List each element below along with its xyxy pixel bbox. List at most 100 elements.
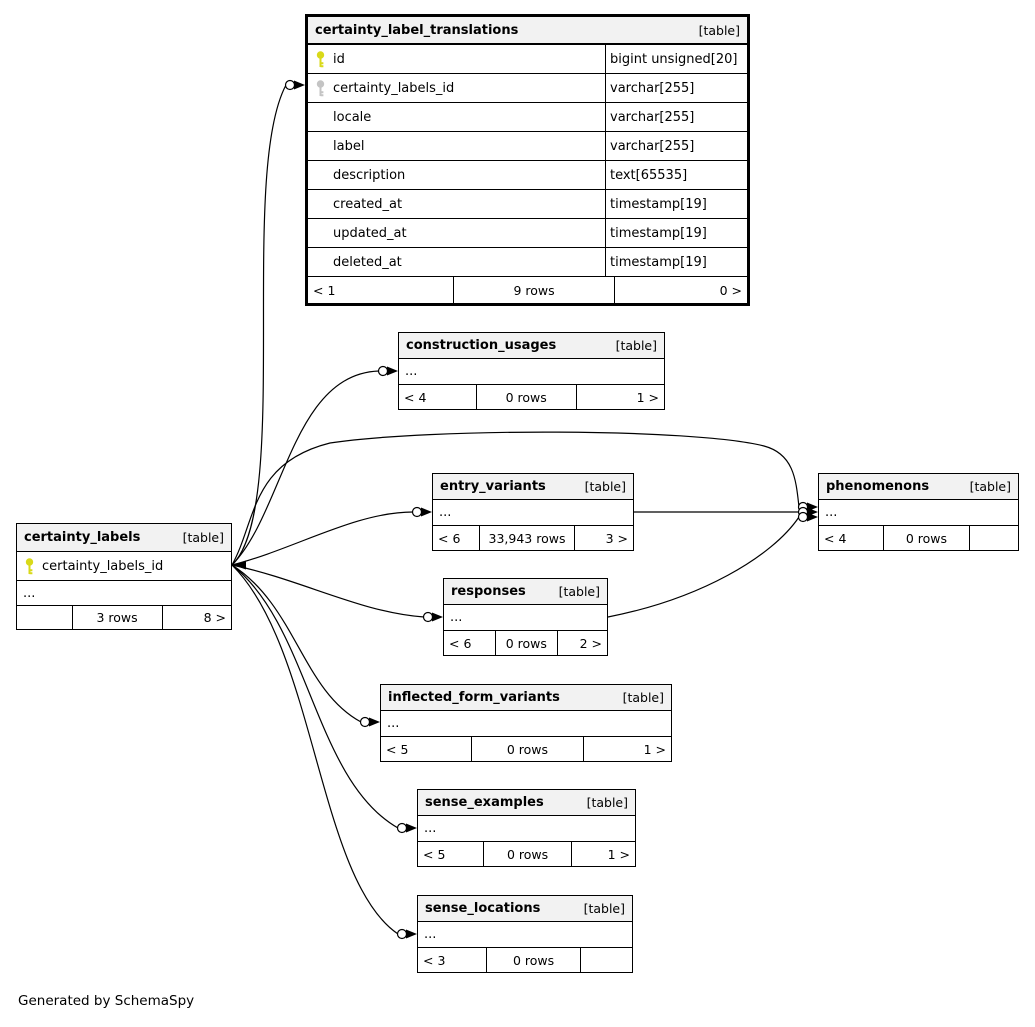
footer-rows-count: 3 rows xyxy=(71,606,163,629)
table-footer: 3 rows 8 > xyxy=(17,606,231,629)
table-name[interactable]: certainty_label_translations xyxy=(315,22,519,38)
footer-parents-count: < 5 xyxy=(386,741,409,757)
column-type: text[65535] xyxy=(605,161,747,189)
key-icon-placeholder xyxy=(315,109,327,126)
table-name[interactable]: inflected_form_variants xyxy=(388,690,560,705)
table-name[interactable]: sense_locations xyxy=(425,901,541,916)
table-header-sense_examples[interactable]: sense_examples [table] xyxy=(418,790,635,816)
source-arrowhead-icon xyxy=(233,560,246,570)
table-name[interactable]: entry_variants xyxy=(440,479,546,494)
key-icon-placeholder xyxy=(315,138,327,155)
foreign-key-icon xyxy=(315,79,327,97)
table-header-inflected_form_variants[interactable]: inflected_form_variants [table] xyxy=(381,685,671,711)
table-type-tag: [table] xyxy=(182,530,224,545)
table-sense_locations: sense_locations [table]... < 3 0 rows xyxy=(417,895,633,973)
footer-rows-count: 0 rows xyxy=(494,631,559,655)
edge-certainty_labels-to-construction_usages xyxy=(231,370,380,566)
column-name: deleted_at xyxy=(333,254,402,270)
table-header-certainty_label_translations[interactable]: certainty_label_translations [table] xyxy=(308,17,747,45)
arrowhead-icon xyxy=(421,507,432,517)
key-icon-placeholder xyxy=(315,196,327,213)
footer-rows-count: 0 rows xyxy=(470,737,584,761)
footer-parents-count: < 3 xyxy=(423,952,446,968)
column-name: certainty_labels_id xyxy=(333,80,455,96)
column-type: varchar[255] xyxy=(605,132,747,160)
table-header-entry_variants[interactable]: entry_variants[table] xyxy=(433,474,633,500)
column-name: locale xyxy=(333,109,372,125)
table-name[interactable]: construction_usages xyxy=(406,338,557,353)
primary-key-icon xyxy=(24,557,36,575)
collapsed-columns-row: ... xyxy=(433,500,633,526)
footer-children-count: 2 > xyxy=(579,635,602,651)
footer-parents-count: < 1 xyxy=(313,282,336,298)
arrowhead-icon xyxy=(432,612,443,622)
footer-children-count xyxy=(970,526,1018,550)
generated-by-note: Generated by SchemaSpy xyxy=(18,993,195,1009)
key-icon-placeholder xyxy=(315,254,327,271)
table-header-construction_usages[interactable]: construction_usages[table] xyxy=(399,333,664,359)
arrowhead-icon xyxy=(406,823,417,833)
edge-certainty_labels-to-phenomenons xyxy=(231,431,800,566)
footer-rows-count: 0 rows xyxy=(882,526,971,550)
table-type-tag: [table] xyxy=(698,22,740,38)
footer-rows-count: 33,943 rows xyxy=(479,526,575,550)
footer-parents-count: < 4 xyxy=(824,530,847,546)
arrowhead-icon xyxy=(369,717,380,727)
table-header-responses[interactable]: responses [table] xyxy=(444,579,607,605)
collapsed-columns-row: ... xyxy=(418,922,632,948)
table-name[interactable]: responses xyxy=(451,584,526,599)
column-name: updated_at xyxy=(333,225,407,241)
arrowhead-icon xyxy=(406,929,417,939)
edge-certainty_labels-to-sense_examples xyxy=(231,564,399,829)
table-header-phenomenons[interactable]: phenomenons [table] xyxy=(819,474,1018,500)
table-header-sense_locations[interactable]: sense_locations [table] xyxy=(418,896,632,922)
table-name[interactable]: certainty_labels xyxy=(24,530,141,545)
column-name: description xyxy=(333,167,406,183)
footer-children-count xyxy=(581,948,632,972)
footer-rows-count: 0 rows xyxy=(486,948,581,972)
footer-children-count: 1 > xyxy=(607,846,630,862)
table-header-certainty_labels[interactable]: certainty_labels [table] xyxy=(17,524,231,552)
table-type-tag: [table] xyxy=(969,479,1011,494)
column-name: id xyxy=(333,51,345,67)
key-icon-placeholder xyxy=(315,225,327,242)
table-type-tag: [table] xyxy=(583,901,625,916)
column-row-updated_at: updated_at timestamp[19] xyxy=(308,219,747,248)
table-footer: < 4 0 rows xyxy=(819,526,1018,550)
arrowhead-icon xyxy=(294,80,305,90)
arrowhead-icon xyxy=(807,512,818,522)
column-row-locale: locale varchar[255] xyxy=(308,103,747,132)
arrowhead-icon xyxy=(387,366,398,376)
table-certainty_labels: certainty_labels [table] certainty_labels_… xyxy=(16,523,232,630)
table-type-tag: [table] xyxy=(622,690,664,705)
table-name[interactable]: phenomenons xyxy=(826,479,930,494)
column-row-certainty_labels_id: certainty_labels_id xyxy=(17,552,231,581)
column-name: certainty_labels_id xyxy=(42,558,164,574)
table-type-tag: [table] xyxy=(558,584,600,599)
collapsed-columns-row: ... xyxy=(418,816,635,842)
edge-certainty_labels-to-responses xyxy=(231,564,425,618)
footer-rows-count: 9 rows xyxy=(452,277,616,303)
edge-certainty_labels-to-certainty_label_translations xyxy=(231,84,287,566)
column-type: timestamp[19] xyxy=(605,219,747,247)
table-type-tag: [table] xyxy=(586,795,628,810)
table-name[interactable]: sense_examples xyxy=(425,795,544,810)
primary-key-icon xyxy=(315,50,327,68)
column-type: varchar[255] xyxy=(605,103,747,131)
footer-children-count: 8 > xyxy=(203,610,226,625)
column-name: created_at xyxy=(333,196,403,212)
